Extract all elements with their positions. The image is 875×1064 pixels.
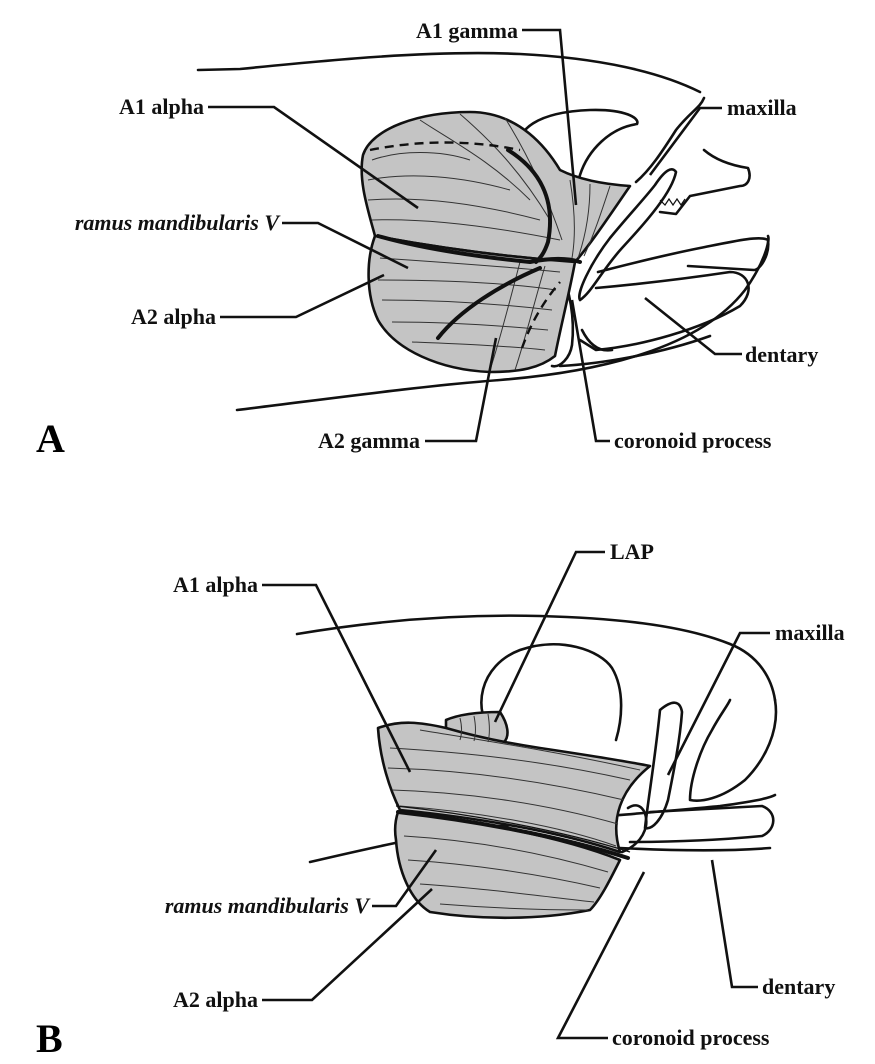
- panel-b-leader-lap: [495, 552, 605, 722]
- panel-a-label-a1-alpha: A1 alpha: [119, 94, 204, 119]
- panel-a: A1 gamma A1 alpha maxilla ramus mandibul…: [36, 18, 818, 461]
- panel-a-label-a2-alpha: A2 alpha: [131, 304, 216, 329]
- panel-b-label-ramus: ramus mandibularis V: [165, 893, 372, 918]
- panel-b-label-lap: LAP: [610, 539, 654, 564]
- panel-a-label-dentary: dentary: [745, 342, 818, 367]
- panel-a-label-a2-gamma: A2 gamma: [318, 428, 420, 453]
- panel-a-label-maxilla: maxilla: [727, 95, 797, 120]
- panel-a-label-ramus: ramus mandibularis V: [75, 210, 282, 235]
- panel-b-label-a1-alpha: A1 alpha: [173, 572, 258, 597]
- panel-b-letter: B: [36, 1016, 63, 1061]
- panel-b-leader-dentary: [712, 860, 758, 987]
- panel-b-label-coronoid: coronoid process: [612, 1025, 770, 1050]
- panel-b: LAP A1 alpha maxilla ramus mandibularis …: [36, 539, 845, 1061]
- panel-b-leader-maxilla: [668, 633, 770, 775]
- panel-a-label-coronoid: coronoid process: [614, 428, 772, 453]
- panel-a-leader-a2-alpha: [220, 275, 384, 317]
- panel-b-snout: [690, 700, 776, 801]
- panel-a-leader-dentary: [645, 298, 742, 354]
- panel-b-label-a2-alpha: A2 alpha: [173, 987, 258, 1012]
- panel-b-label-maxilla: maxilla: [775, 620, 845, 645]
- panel-a-letter: A: [36, 416, 65, 461]
- panel-a-label-a1-gamma: A1 gamma: [416, 18, 518, 43]
- panel-a-head-dorsal-outline: [198, 53, 700, 92]
- panel-b-label-dentary: dentary: [762, 974, 835, 999]
